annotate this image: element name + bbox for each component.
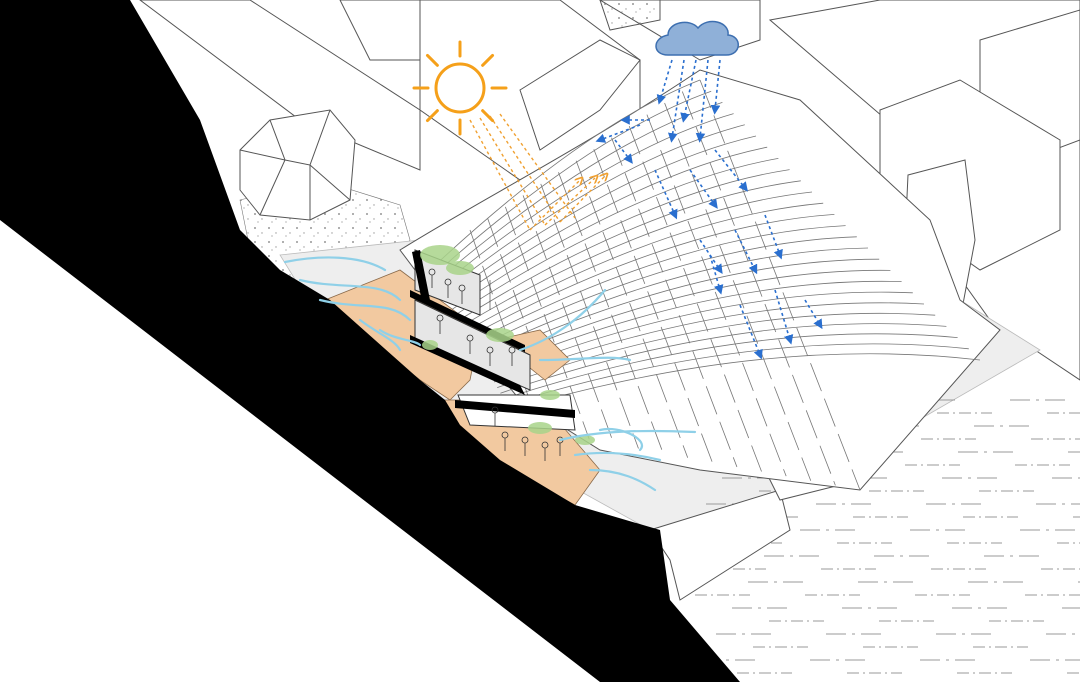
slab-0 bbox=[455, 400, 575, 418]
rain-arrow bbox=[689, 169, 718, 209]
sun-ray-arrows bbox=[469, 113, 605, 231]
sun-ray bbox=[481, 109, 495, 123]
roof-slat-seam bbox=[593, 149, 713, 463]
sun-ray-incoming bbox=[469, 119, 531, 231]
roof-slat bbox=[468, 214, 835, 338]
roof-slat bbox=[471, 225, 846, 344]
wind-flow-line bbox=[283, 256, 387, 272]
roof-slat bbox=[442, 124, 745, 293]
roof-slat-seam bbox=[575, 160, 689, 458]
roof-slat bbox=[458, 180, 801, 321]
section-white-ground bbox=[0, 230, 580, 682]
roof-slat-seam bbox=[540, 183, 639, 449]
sun-ray-incoming bbox=[479, 117, 546, 226]
stairs bbox=[519, 39, 641, 151]
rain-arrow bbox=[709, 254, 724, 295]
wind-flow-line bbox=[318, 298, 412, 322]
roof-slat bbox=[500, 323, 947, 394]
roof-slat-seam bbox=[664, 102, 812, 481]
sun-ray bbox=[425, 109, 439, 123]
roof-slat bbox=[445, 135, 757, 299]
rain-arrows bbox=[595, 59, 823, 360]
rain-arrow bbox=[734, 229, 758, 275]
wind-flow-line bbox=[598, 427, 644, 452]
roof-slat-seam bbox=[558, 172, 664, 454]
sun-ray bbox=[425, 53, 439, 67]
rain-arrow bbox=[680, 59, 697, 123]
harbor-edge bbox=[649, 489, 791, 601]
roof-slat bbox=[509, 353, 981, 411]
rain-arrow bbox=[710, 59, 721, 115]
rain-arrow bbox=[774, 289, 794, 345]
wind-flow-line bbox=[573, 451, 662, 462]
greenery bbox=[420, 245, 595, 445]
context-block bbox=[339, 0, 421, 61]
roof-slat bbox=[477, 247, 869, 355]
wind-flow-line bbox=[538, 356, 632, 362]
sun-icon bbox=[412, 40, 508, 136]
roof-slat bbox=[455, 169, 790, 316]
rain-arrow bbox=[804, 299, 823, 330]
roof-slat bbox=[506, 343, 969, 405]
roof-slat bbox=[432, 90, 712, 276]
people bbox=[428, 268, 564, 461]
roof-slat-seam bbox=[699, 79, 861, 491]
sun-ray bbox=[481, 53, 495, 67]
wind-flow-line bbox=[518, 288, 607, 352]
wind-flow-line bbox=[588, 468, 657, 492]
slab-1 bbox=[410, 335, 525, 395]
roof-slat bbox=[452, 158, 779, 310]
stone-texture bbox=[599, 0, 661, 31]
rain-arrow bbox=[614, 139, 633, 164]
rain-arrow bbox=[656, 59, 673, 105]
rain-arrow bbox=[695, 59, 709, 143]
roof-slat-seam bbox=[646, 114, 787, 477]
roof-slat-seam bbox=[628, 126, 762, 472]
roof-slat-seam bbox=[522, 195, 615, 444]
black-section-cut bbox=[0, 0, 740, 682]
wind-flow-lines bbox=[283, 256, 697, 492]
stepped-roof-slats bbox=[429, 79, 981, 491]
boulder bbox=[239, 109, 356, 221]
rain-arrow bbox=[714, 149, 748, 192]
roof-slat bbox=[474, 236, 857, 349]
wind-flow-line bbox=[298, 278, 402, 302]
wind-flow-line bbox=[358, 318, 402, 352]
rain-arrow bbox=[654, 169, 678, 220]
roof-slat-seam bbox=[681, 91, 836, 486]
roof-slat-seam bbox=[611, 137, 738, 468]
context-building-left bbox=[139, 0, 421, 171]
roof-slat-seam bbox=[505, 206, 590, 440]
sun-ray-reflected bbox=[559, 176, 605, 223]
stepped-roof bbox=[399, 69, 1001, 491]
roof-slat bbox=[461, 191, 813, 327]
cloud-icon bbox=[655, 20, 739, 56]
roof-slat bbox=[429, 79, 701, 271]
sun-disc bbox=[434, 62, 486, 114]
roof-slat bbox=[503, 333, 958, 400]
rain-arrow bbox=[595, 124, 641, 143]
wind-flow-line bbox=[378, 328, 422, 347]
rain-arrow bbox=[667, 59, 685, 143]
rain-arrow bbox=[739, 304, 763, 360]
slab-3 bbox=[412, 250, 430, 302]
rain-arrow bbox=[764, 214, 783, 260]
